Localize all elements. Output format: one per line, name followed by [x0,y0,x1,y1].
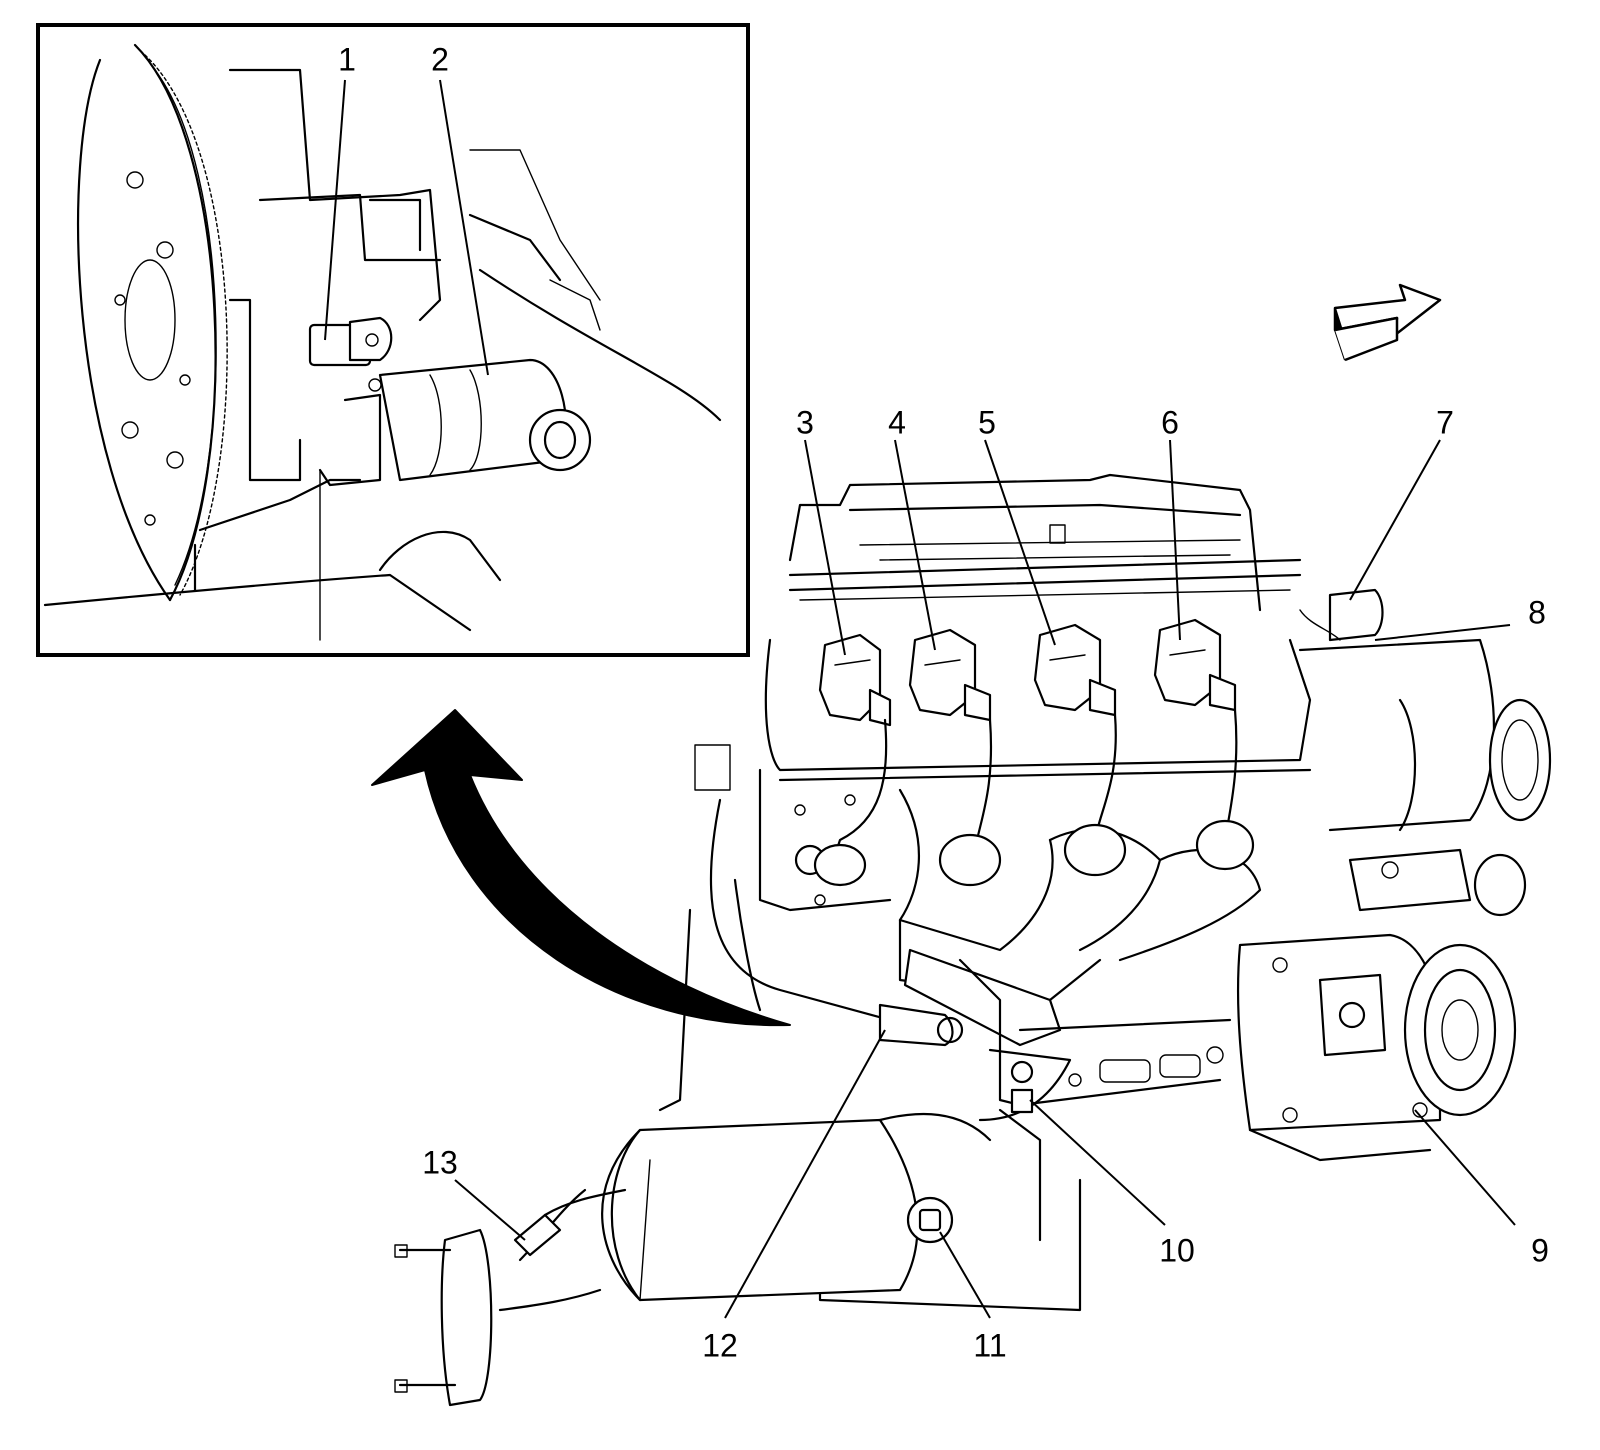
oxygen-sensor-bank1 [694,744,964,1047]
ignition-coil-2 [908,628,992,722]
oil-pressure-sensor [906,1196,954,1244]
callout-6: 6 [1161,404,1179,440]
crankshaft-position-sensor [308,316,393,367]
callout-3: 3 [796,404,814,440]
catalytic-converter [498,1048,1072,1312]
starter-motor [318,358,592,487]
callout-4: 4 [888,404,906,440]
flexplate-drawing [77,43,228,602]
callout-9: 9 [1531,1232,1549,1268]
oxygen-sensor-bank1-sensor2 [513,1188,627,1257]
callout-13: 13 [422,1144,458,1180]
knock-sensor [1010,1088,1034,1114]
camshaft-position-sensor [1299,588,1384,642]
inset-engine-block [43,68,722,641]
exhaust-manifold [813,788,1262,1002]
exhaust-flange [394,1228,493,1407]
callout-8: 8 [1528,594,1546,630]
callout-7: 7 [1436,404,1454,440]
callout-5: 5 [978,404,996,440]
inset-detail-view [36,23,750,657]
callout-10: 10 [1159,1232,1195,1268]
callout-11: 11 [973,1327,1006,1363]
callout-1: 1 [338,41,356,77]
ignition-coil-3 [1033,623,1117,717]
leader-lines [324,79,1516,1319]
view-reference-arrow-icon [371,709,791,1027]
ignition-coil-4 [1153,618,1237,712]
callout-labels: 1 2 3 4 5 6 7 8 9 10 11 12 13 [338,41,1549,1363]
front-direction-arrow-icon [1333,283,1442,362]
callout-12: 12 [702,1327,738,1363]
front-accessory-drive [1298,638,1552,917]
callout-2: 2 [431,41,449,77]
ignition-coil-1 [818,633,892,727]
engine-assembly [394,473,1552,1407]
ac-compressor [1236,933,1517,1162]
